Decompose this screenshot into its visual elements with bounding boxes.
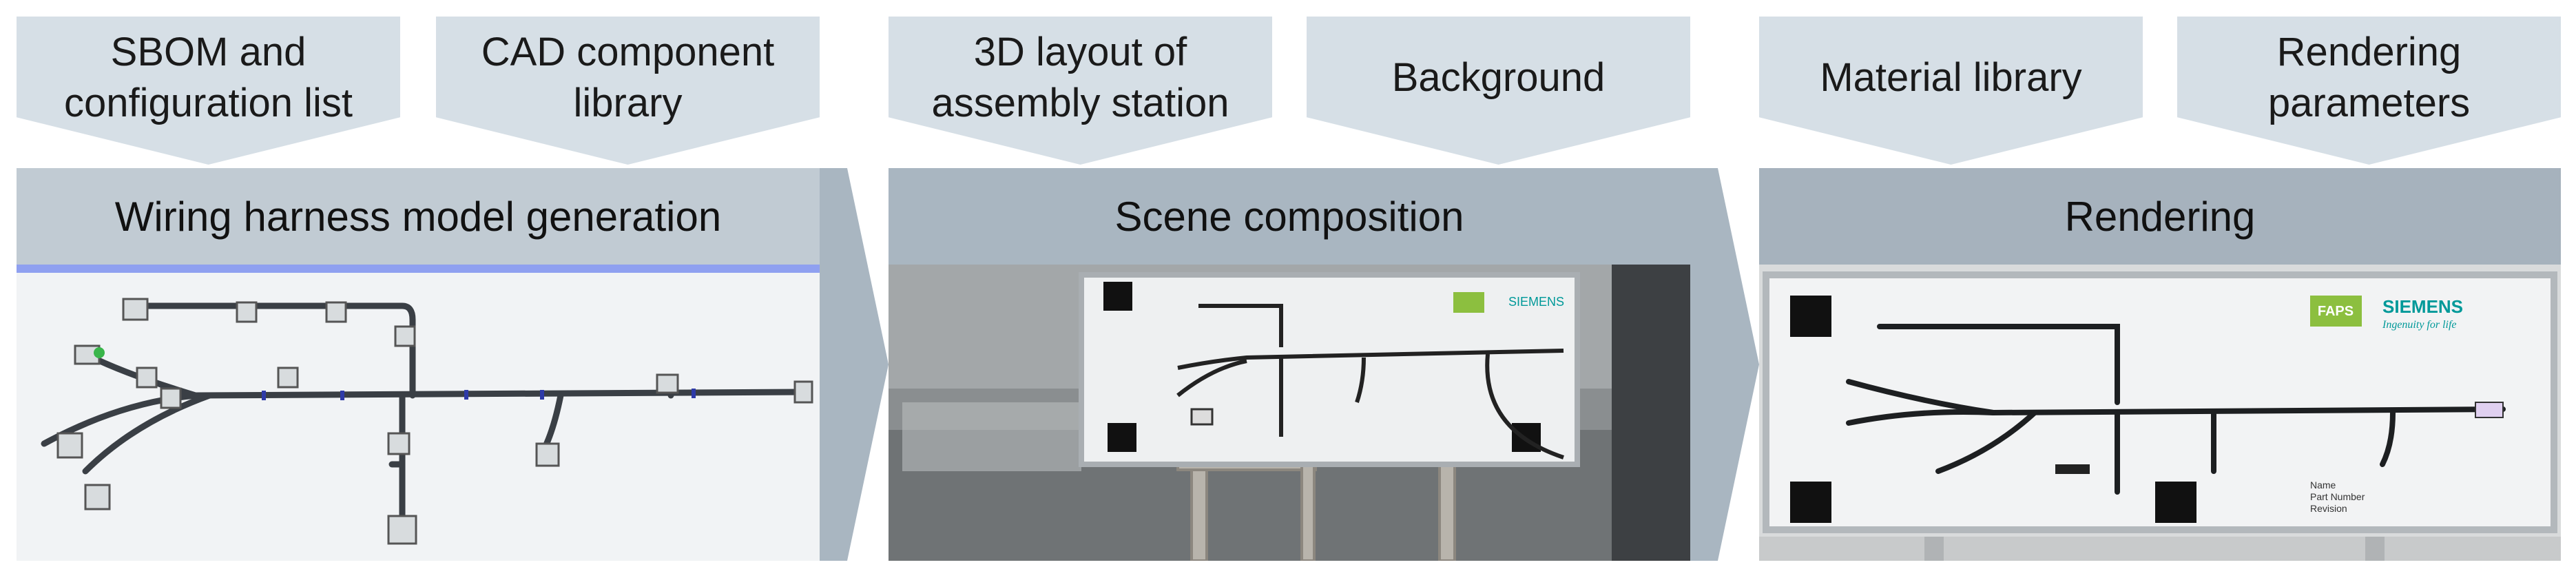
stage-arrow-1 — [820, 168, 889, 561]
stage-rendering: Rendering — [1759, 168, 2561, 265]
siemens-brand: SIEMENS — [2382, 296, 2463, 317]
input-material-library-label: Material library — [1820, 55, 2082, 100]
scene-composition-image: SIEMENS — [889, 265, 1690, 561]
render-drawing: FAPS SIEMENS Ingenuity for life Name Par… — [1759, 265, 2561, 561]
input-cad-library: CAD component library — [436, 17, 820, 165]
stage-arrow-2 — [1690, 168, 1759, 561]
stage-generation-label: Wiring harness model generation — [114, 193, 722, 240]
input-sbom: SBOM and configuration list — [17, 17, 400, 165]
svg-text:SIEMENS: SIEMENS — [1508, 295, 1564, 309]
board-label-revision: Revision — [2310, 503, 2347, 514]
input-rendering-parameters-label: Rendering parameters — [2267, 30, 2471, 125]
harness-model-drawing — [17, 265, 820, 561]
faps-logo — [2310, 296, 2362, 327]
stage-composition-label: Scene composition — [1114, 193, 1464, 240]
scene-drawing: SIEMENS — [889, 265, 1690, 561]
input-sbom-label: SBOM and configuration list — [63, 30, 353, 125]
faps-logo-text: FAPS — [2318, 304, 2354, 319]
rendering-output-image: FAPS SIEMENS Ingenuity for life Name Par… — [1759, 265, 2561, 561]
board-label-part: Part Number — [2310, 491, 2365, 502]
stage-rendering-label: Rendering — [2064, 193, 2256, 240]
input-background-label: Background — [1391, 55, 1606, 100]
stage-composition: Scene composition — [889, 168, 1690, 265]
input-3d-layout-label: 3D layout of assembly station — [931, 30, 1229, 125]
siemens-tagline: Ingenuity for life — [2382, 319, 2457, 331]
input-material-library: Material library — [1759, 17, 2143, 165]
input-cad-library-label: CAD component library — [481, 30, 775, 125]
board-label-name: Name — [2310, 479, 2336, 491]
input-3d-layout: 3D layout of assembly station — [889, 17, 1272, 165]
stage-generation: Wiring harness model generation — [17, 168, 820, 265]
harness-model-image — [17, 265, 820, 561]
input-rendering-parameters: Rendering parameters — [2177, 17, 2561, 165]
input-background: Background — [1307, 17, 1690, 165]
